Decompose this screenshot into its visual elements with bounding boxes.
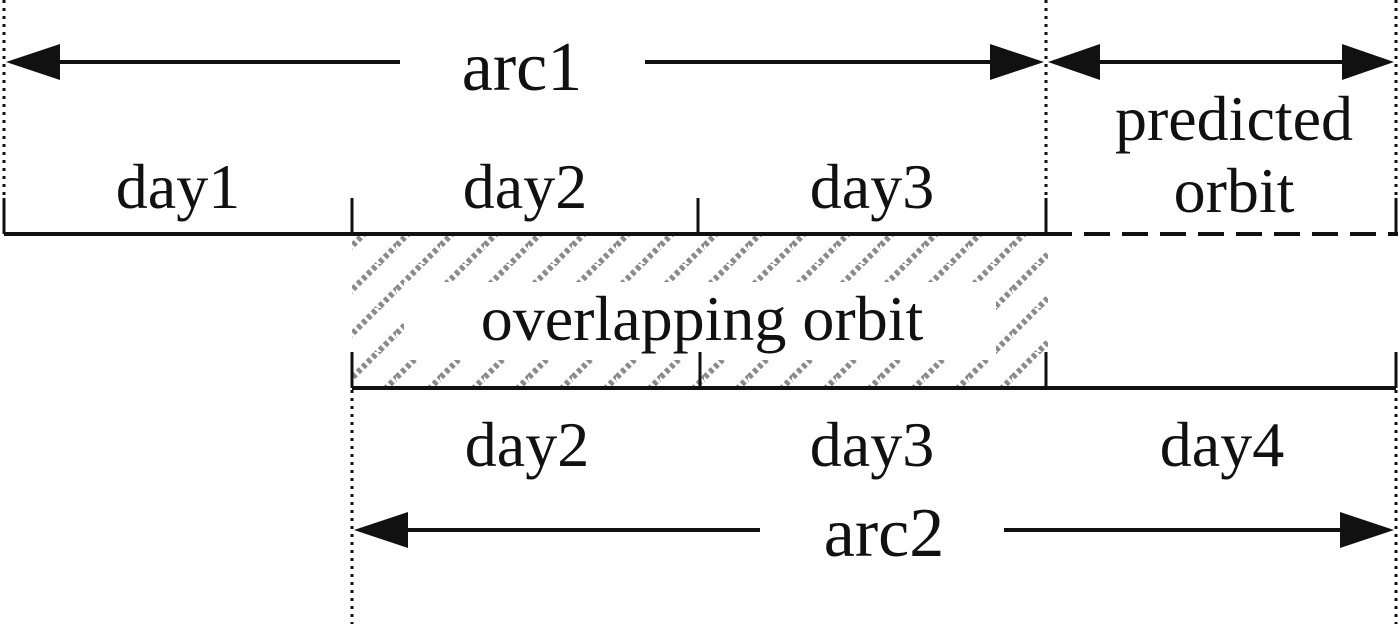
arc1-arrow	[6, 44, 1044, 80]
arc2-label: arc2	[824, 495, 944, 572]
arc2-arrow	[354, 512, 1394, 548]
bottom-day3-label: day3	[810, 409, 934, 480]
top-day3-label: day3	[810, 151, 934, 222]
predicted-label-line1: predicted	[1115, 83, 1353, 154]
predicted-arrowhead-right	[1342, 44, 1394, 80]
bottom-day4-label: day4	[1160, 409, 1284, 480]
top-day1-label: day1	[116, 151, 240, 222]
bottom-day2-label: day2	[465, 409, 589, 480]
predicted-arrowhead-left	[1048, 44, 1100, 80]
arc2-arrowhead-left	[354, 512, 408, 548]
overlap-label: overlapping orbit	[481, 283, 924, 354]
predicted-label-line2: orbit	[1174, 155, 1295, 226]
top-day2-label: day2	[463, 151, 587, 222]
arc2-arrowhead-right	[1340, 512, 1394, 548]
arc1-arrowhead-left	[6, 44, 60, 80]
arc1-arrowhead-right	[990, 44, 1044, 80]
overlap-label-backdrop	[404, 282, 996, 360]
arc1-label: arc1	[462, 29, 582, 106]
predicted-arrow	[1048, 44, 1394, 80]
